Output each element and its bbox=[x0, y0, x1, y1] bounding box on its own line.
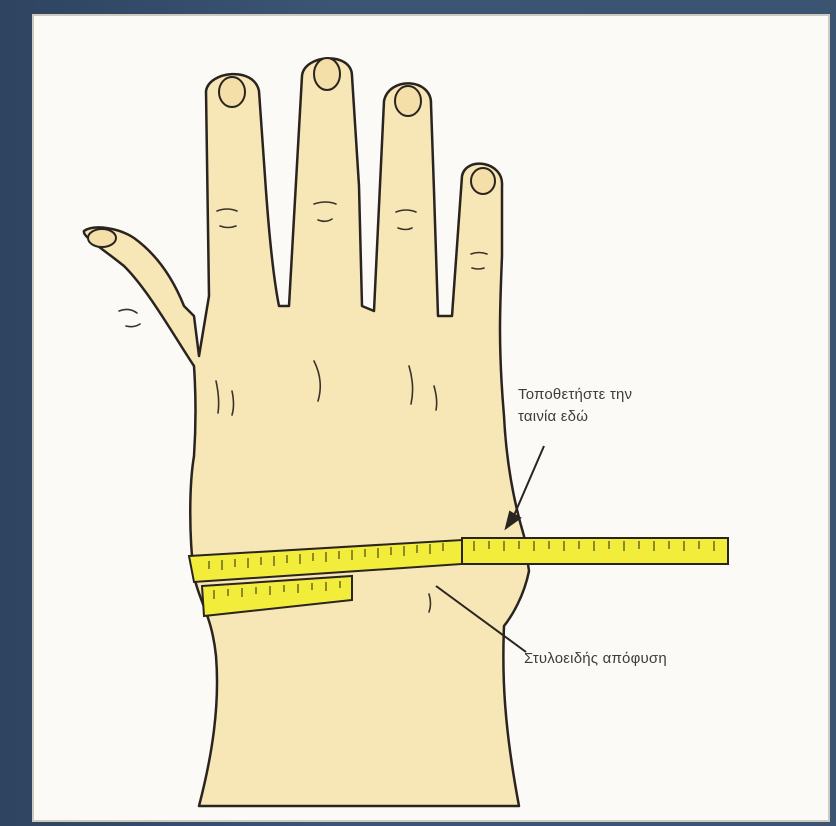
tape-placement-label: Τοποθετήστε την ταινία εδώ bbox=[518, 384, 738, 428]
ring-nail bbox=[395, 86, 421, 116]
tape-extension bbox=[462, 538, 728, 564]
index-nail bbox=[219, 77, 245, 107]
pinky-nail bbox=[471, 168, 495, 194]
tape-placement-line-1: Τοποθετήστε την bbox=[518, 384, 738, 406]
thumb-nail bbox=[88, 229, 116, 247]
diagram-panel: Τοποθετήστε την ταινία εδώ Στυλοειδής απ… bbox=[32, 14, 830, 822]
hand-outline bbox=[84, 58, 529, 806]
styloid-process-label: Στυλοειδής απόφυση bbox=[524, 648, 764, 670]
tape-placement-line-2: ταινία εδώ bbox=[518, 406, 738, 428]
middle-nail bbox=[314, 58, 340, 90]
